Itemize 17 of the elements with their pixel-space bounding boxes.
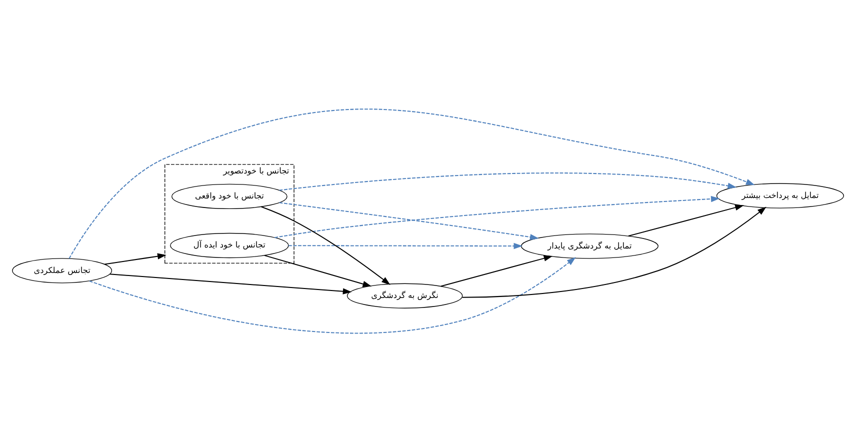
arrow xyxy=(279,172,737,190)
arrow xyxy=(279,202,539,240)
arrow xyxy=(274,195,720,238)
arrow xyxy=(462,206,766,298)
arrow xyxy=(261,206,390,284)
arrow xyxy=(264,254,372,286)
arrow xyxy=(288,242,523,249)
arrow xyxy=(104,252,166,264)
arrow xyxy=(440,254,553,286)
node-ellipse: نگرش به گردشگری xyxy=(346,282,463,308)
arrow xyxy=(110,273,352,294)
node-ellipse: تجانس عملکردی xyxy=(12,258,112,283)
arrow xyxy=(628,204,744,236)
node-ellipse: تجانس با خود واقعی xyxy=(172,183,288,209)
arrow xyxy=(68,108,755,258)
node-ellipse: تجانس با خود ایده آل xyxy=(170,232,289,258)
arrow xyxy=(89,256,576,334)
